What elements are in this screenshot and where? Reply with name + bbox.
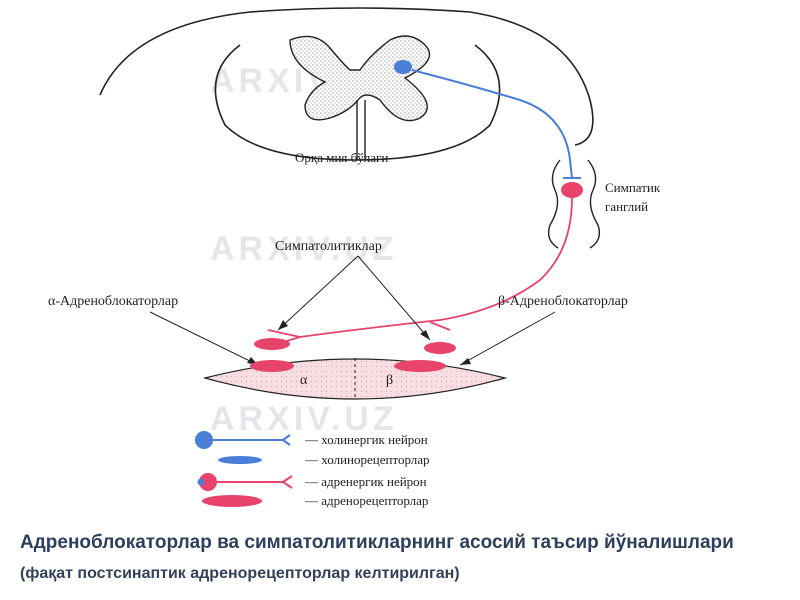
postganglionic-adrenergic-neuron: [267, 197, 573, 347]
alpha-terminal: [254, 338, 290, 350]
figure-caption: Адреноблокаторлар ва симпатолитикларнинг…: [20, 528, 790, 589]
effector-tissue: α β: [202, 358, 508, 400]
beta-receptor: [394, 360, 446, 372]
alpha-label: α: [300, 373, 308, 388]
alpha-receptor: [250, 360, 294, 372]
legend-label-cholinergic-neuron: — холинергик нейрон: [304, 432, 428, 447]
grey-matter: [289, 35, 431, 122]
sympatholytics-label: Симпатолитиклар: [275, 239, 382, 254]
legend-adrenoreceptors: — адренорецепторлар: [202, 493, 428, 508]
spinal-cord-label: Орқа мия бўлаги: [295, 150, 388, 165]
ganglion-label-line2: ганглий: [605, 199, 648, 214]
legend-label-adrenoreceptors: — адренорецепторлар: [304, 493, 428, 508]
pharmacology-diagram: ARXIV.UZ ARXIV.UZ ARXIV.UZ Орқа мия бўла…: [48, 7, 661, 508]
legend-label-adrenergic-neuron: — адренергик нейрон: [304, 474, 427, 489]
legend-adrenergic-neuron: — адренергик нейрон: [197, 473, 427, 491]
sympathetic-ganglion: Симпатик ганглий: [547, 159, 661, 249]
caption-note: (фақат постсинаптик адренорецепторлар ке…: [20, 565, 460, 582]
legend-label-cholinoreceptors: — холинорецепторлар: [304, 452, 430, 467]
legend-cholinergic-neuron: — холинергик нейрон: [195, 431, 428, 449]
beta-blockers-label: β-Адреноблокаторлар: [498, 294, 628, 309]
spinal-cord-section: Орқа мия бўлаги: [99, 7, 594, 165]
watermark-text-bottom: ARXIV.UZ: [210, 400, 398, 438]
ganglion-label-line1: Симпатик: [605, 180, 661, 195]
beta-label: β: [386, 373, 393, 388]
sympatholytics-group: Симпатолитиклар: [275, 239, 431, 341]
legend: — холинергик нейрон — холинорецепторлар …: [195, 431, 430, 508]
beta-blockers-group: β-Адреноблокаторлар: [459, 294, 628, 366]
alpha-blockers-group: α-Адреноблокаторлар: [48, 294, 259, 366]
preganglionic-cholinergic-neuron: [394, 60, 581, 179]
legend-cholinoreceptors: — холинорецепторлар: [218, 452, 430, 467]
alpha-blockers-label: α-Адреноблокаторлар: [48, 294, 178, 309]
beta-terminal: [424, 342, 456, 354]
caption-main: Адреноблокаторлар ва симпатолитикларнинг…: [20, 532, 734, 553]
